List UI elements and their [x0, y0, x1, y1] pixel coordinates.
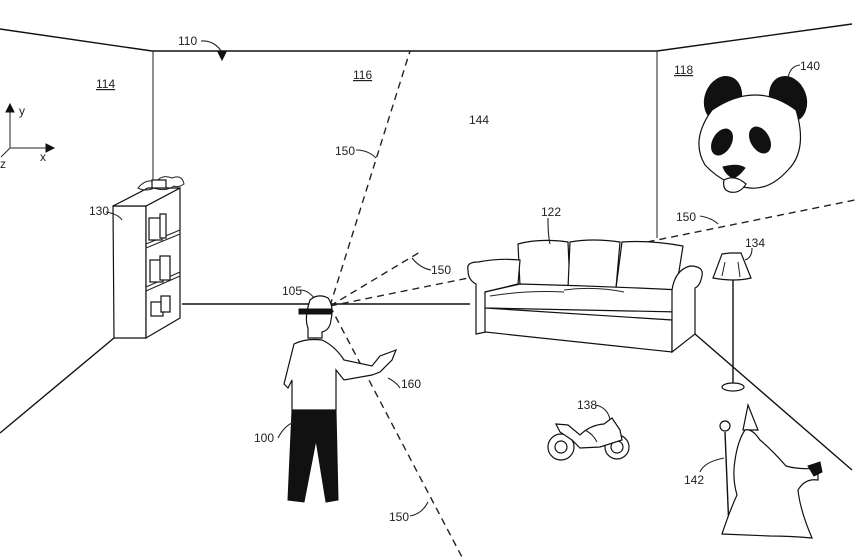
label-panda: 140 [800, 59, 820, 73]
label-back-wall-region: 144 [469, 113, 489, 127]
view-ray-top [329, 50, 411, 307]
motorcycle-illustration [547, 417, 630, 461]
label-view-ray-top: 150 [335, 144, 355, 158]
label-room: 110 [178, 34, 197, 48]
view-ray-mid [329, 251, 421, 307]
left-ceiling-edge [0, 28, 153, 52]
panda-illustration [698, 76, 808, 193]
label-left-wall: 114 [96, 77, 115, 91]
axis-x-label: x [40, 150, 46, 164]
label-hmd: 105 [282, 284, 302, 298]
left-floor-edge [0, 337, 115, 434]
label-bookshelf: 130 [89, 204, 109, 218]
label-lamp: 134 [745, 236, 765, 250]
label-sofa: 122 [541, 205, 561, 219]
bookshelf-illustration [112, 176, 185, 340]
label-user: 100 [254, 431, 274, 445]
label-hand-device: 160 [401, 377, 421, 391]
right-ceiling-edge [656, 23, 853, 52]
wizard-illustration [719, 402, 823, 539]
label-view-ray-right: 150 [676, 210, 696, 224]
label-motorcycle: 138 [577, 398, 597, 412]
axis-y-label: y [19, 104, 25, 118]
floor-lamp-illustration [712, 252, 752, 392]
label-view-ray-bottom: 150 [389, 510, 409, 524]
label-wizard: 142 [684, 473, 704, 487]
sofa-illustration [467, 239, 703, 354]
user-illustration [283, 295, 398, 503]
label-right-wall: 118 [674, 63, 693, 77]
right-floor-edge [694, 333, 853, 471]
axis-z-label: z [0, 157, 6, 171]
label-back-wall: 116 [353, 68, 372, 82]
leader-lines [105, 40, 801, 517]
axes-icon [0, 102, 56, 158]
label-view-ray-mid: 150 [431, 263, 451, 277]
